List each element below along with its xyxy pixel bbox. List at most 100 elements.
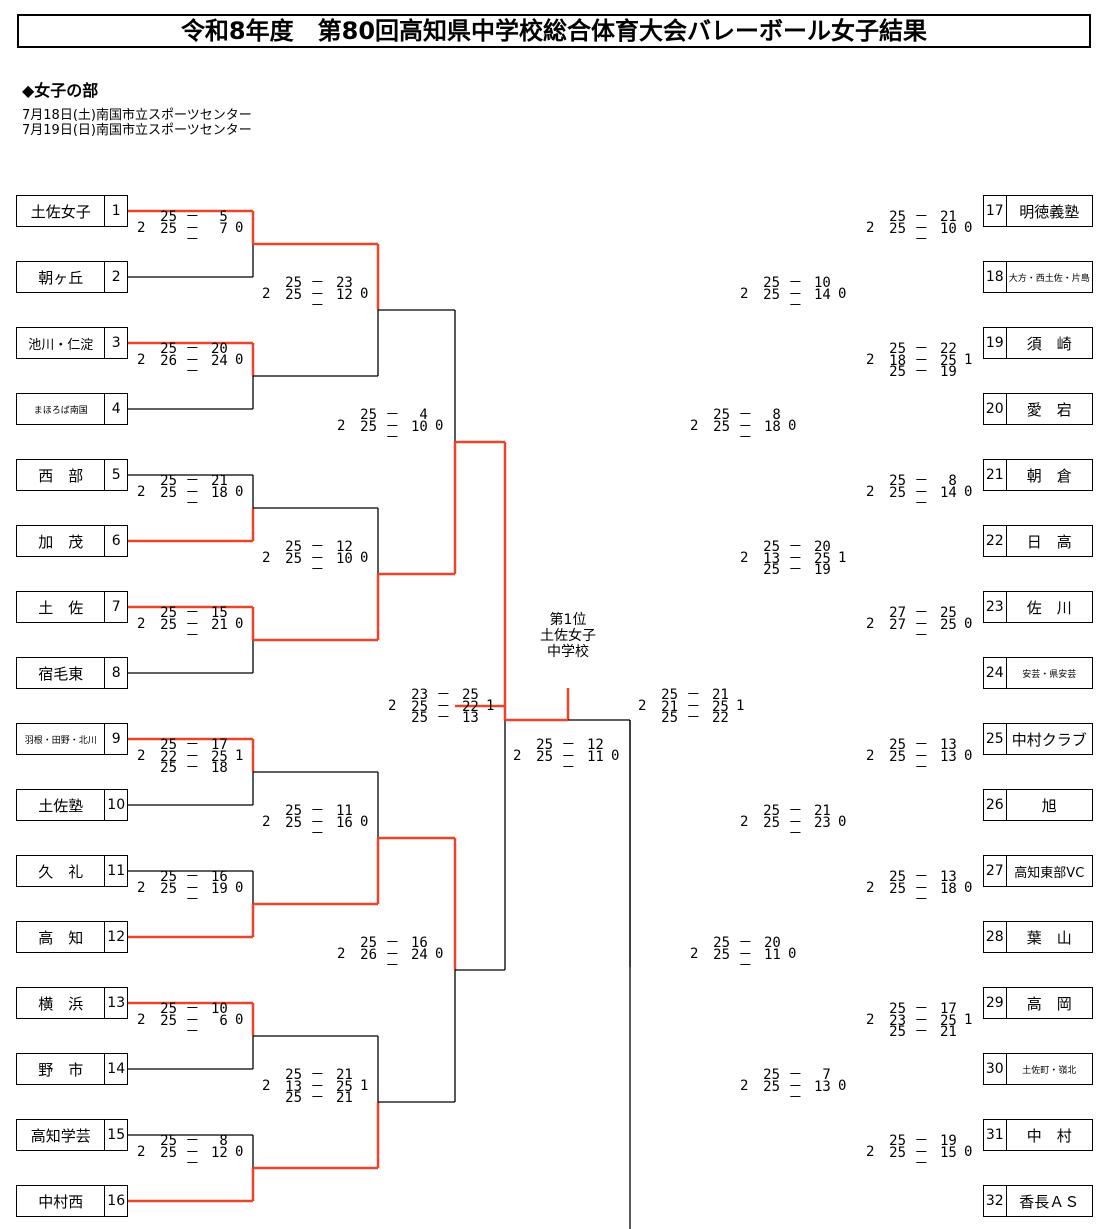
set-score-b: 21: [814, 803, 831, 819]
set-separator: －: [906, 484, 937, 501]
set-score-a: 25: [889, 748, 906, 765]
set-score-a: 27: [889, 605, 906, 621]
set-score: 25 － 18: [157, 486, 228, 500]
set-separator: －: [906, 232, 937, 248]
set-score-a: 25: [536, 737, 553, 753]
match-wins-b: 0: [838, 286, 847, 302]
team-seed: 29: [984, 988, 1007, 1018]
set-score: －: [760, 299, 831, 313]
set-separator: －: [377, 407, 408, 423]
set-score-a: 25: [763, 286, 780, 303]
set-score: －: [157, 497, 228, 511]
team-name: 大方・西土佐・片島: [1008, 273, 1090, 284]
set-score-b: 5: [219, 209, 228, 225]
team-name: 朝ヶ丘: [38, 268, 84, 287]
set-score-b: 25: [940, 616, 957, 633]
set-separator: －: [678, 687, 709, 703]
team-seed: 17: [984, 196, 1007, 226]
set-score-b: 14: [940, 484, 957, 501]
set-score-b: 24: [211, 352, 228, 369]
set-separator: －: [377, 430, 408, 446]
set-separator: －: [302, 803, 333, 819]
set-score: 25 － 7: [157, 220, 228, 237]
set-separator: －: [177, 209, 208, 225]
set-score-a: 25: [285, 1090, 302, 1106]
set-separator: －: [906, 748, 937, 765]
set-score-a: 25: [160, 1144, 177, 1161]
set-separator: －: [177, 869, 208, 885]
match-wins-a: 2: [337, 946, 346, 962]
match-wins-a: 2: [262, 286, 271, 302]
set-score-b: 22: [940, 341, 957, 357]
match-wins-a: 2: [866, 352, 875, 368]
match-wins-a: 2: [262, 814, 271, 830]
set-score-b: 10: [940, 220, 957, 237]
set-separator: －: [177, 737, 208, 753]
set-score-a: 25: [713, 418, 730, 435]
set-separator: －: [177, 473, 208, 489]
set-score: －: [760, 1091, 831, 1105]
set-score-b: 22: [462, 698, 479, 715]
team-seed: 26: [984, 790, 1007, 820]
set-score-a: 25: [160, 473, 177, 489]
set-score-b: 12: [587, 737, 604, 753]
team-seed: 9: [104, 724, 127, 754]
set-score-b: 21: [211, 616, 228, 633]
set-separator: －: [678, 698, 709, 715]
match-wins-a: 2: [690, 946, 699, 962]
match-wins-b: 0: [435, 418, 444, 434]
match-wins-b: 0: [360, 286, 369, 302]
set-score-a: 25: [889, 1144, 906, 1161]
set-score-a: 25: [360, 935, 377, 951]
match-wins-a: 2: [137, 616, 146, 632]
set-score-b: 12: [336, 539, 353, 555]
set-score: 25 － 20: [710, 936, 781, 950]
match-wins-a: 2: [337, 418, 346, 434]
set-score-a: 25: [763, 562, 780, 578]
set-score: －: [710, 431, 781, 445]
set-score: 25 － 8: [886, 474, 957, 488]
set-score-a: 25: [411, 698, 428, 715]
set-separator: －: [906, 220, 937, 237]
set-score-a: 25: [160, 605, 177, 621]
set-score-b: 13: [940, 737, 957, 753]
team-name: まほろば南国: [33, 405, 88, 416]
set-score-a: 25: [889, 220, 906, 237]
set-separator: －: [780, 562, 811, 578]
set-score-b: 11: [336, 803, 353, 819]
set-separator: －: [780, 803, 811, 819]
set-separator: －: [730, 407, 761, 423]
set-score-a: 25: [889, 364, 906, 380]
set-score-b: 19: [940, 1133, 957, 1149]
match-wins-b: 1: [235, 748, 244, 764]
set-score-b: 11: [764, 946, 781, 963]
set-score-b: 25: [211, 748, 228, 765]
set-score-a: 26: [160, 352, 177, 369]
team-seed: 13: [104, 988, 127, 1018]
team-seed: 2: [104, 262, 127, 292]
set-score-a: 18: [889, 352, 906, 369]
match-wins-a: 2: [866, 880, 875, 896]
team-name: 佐 川: [1026, 598, 1072, 617]
set-score: 25 － 4: [357, 407, 428, 423]
set-separator: －: [906, 352, 937, 369]
set-separator: －: [177, 1001, 208, 1017]
match-wins-b: 0: [964, 1144, 973, 1160]
set-score-b: 25: [940, 605, 957, 621]
set-score: 25 － 21: [886, 1025, 957, 1039]
match-wins-a: 2: [137, 880, 146, 896]
team-name: 高 知: [38, 928, 84, 947]
set-separator: －: [302, 1090, 333, 1106]
set-score: 21 － 25: [658, 698, 729, 715]
set-separator: －: [177, 220, 208, 237]
set-score-b: 18: [764, 418, 781, 435]
set-separator: －: [177, 760, 208, 776]
